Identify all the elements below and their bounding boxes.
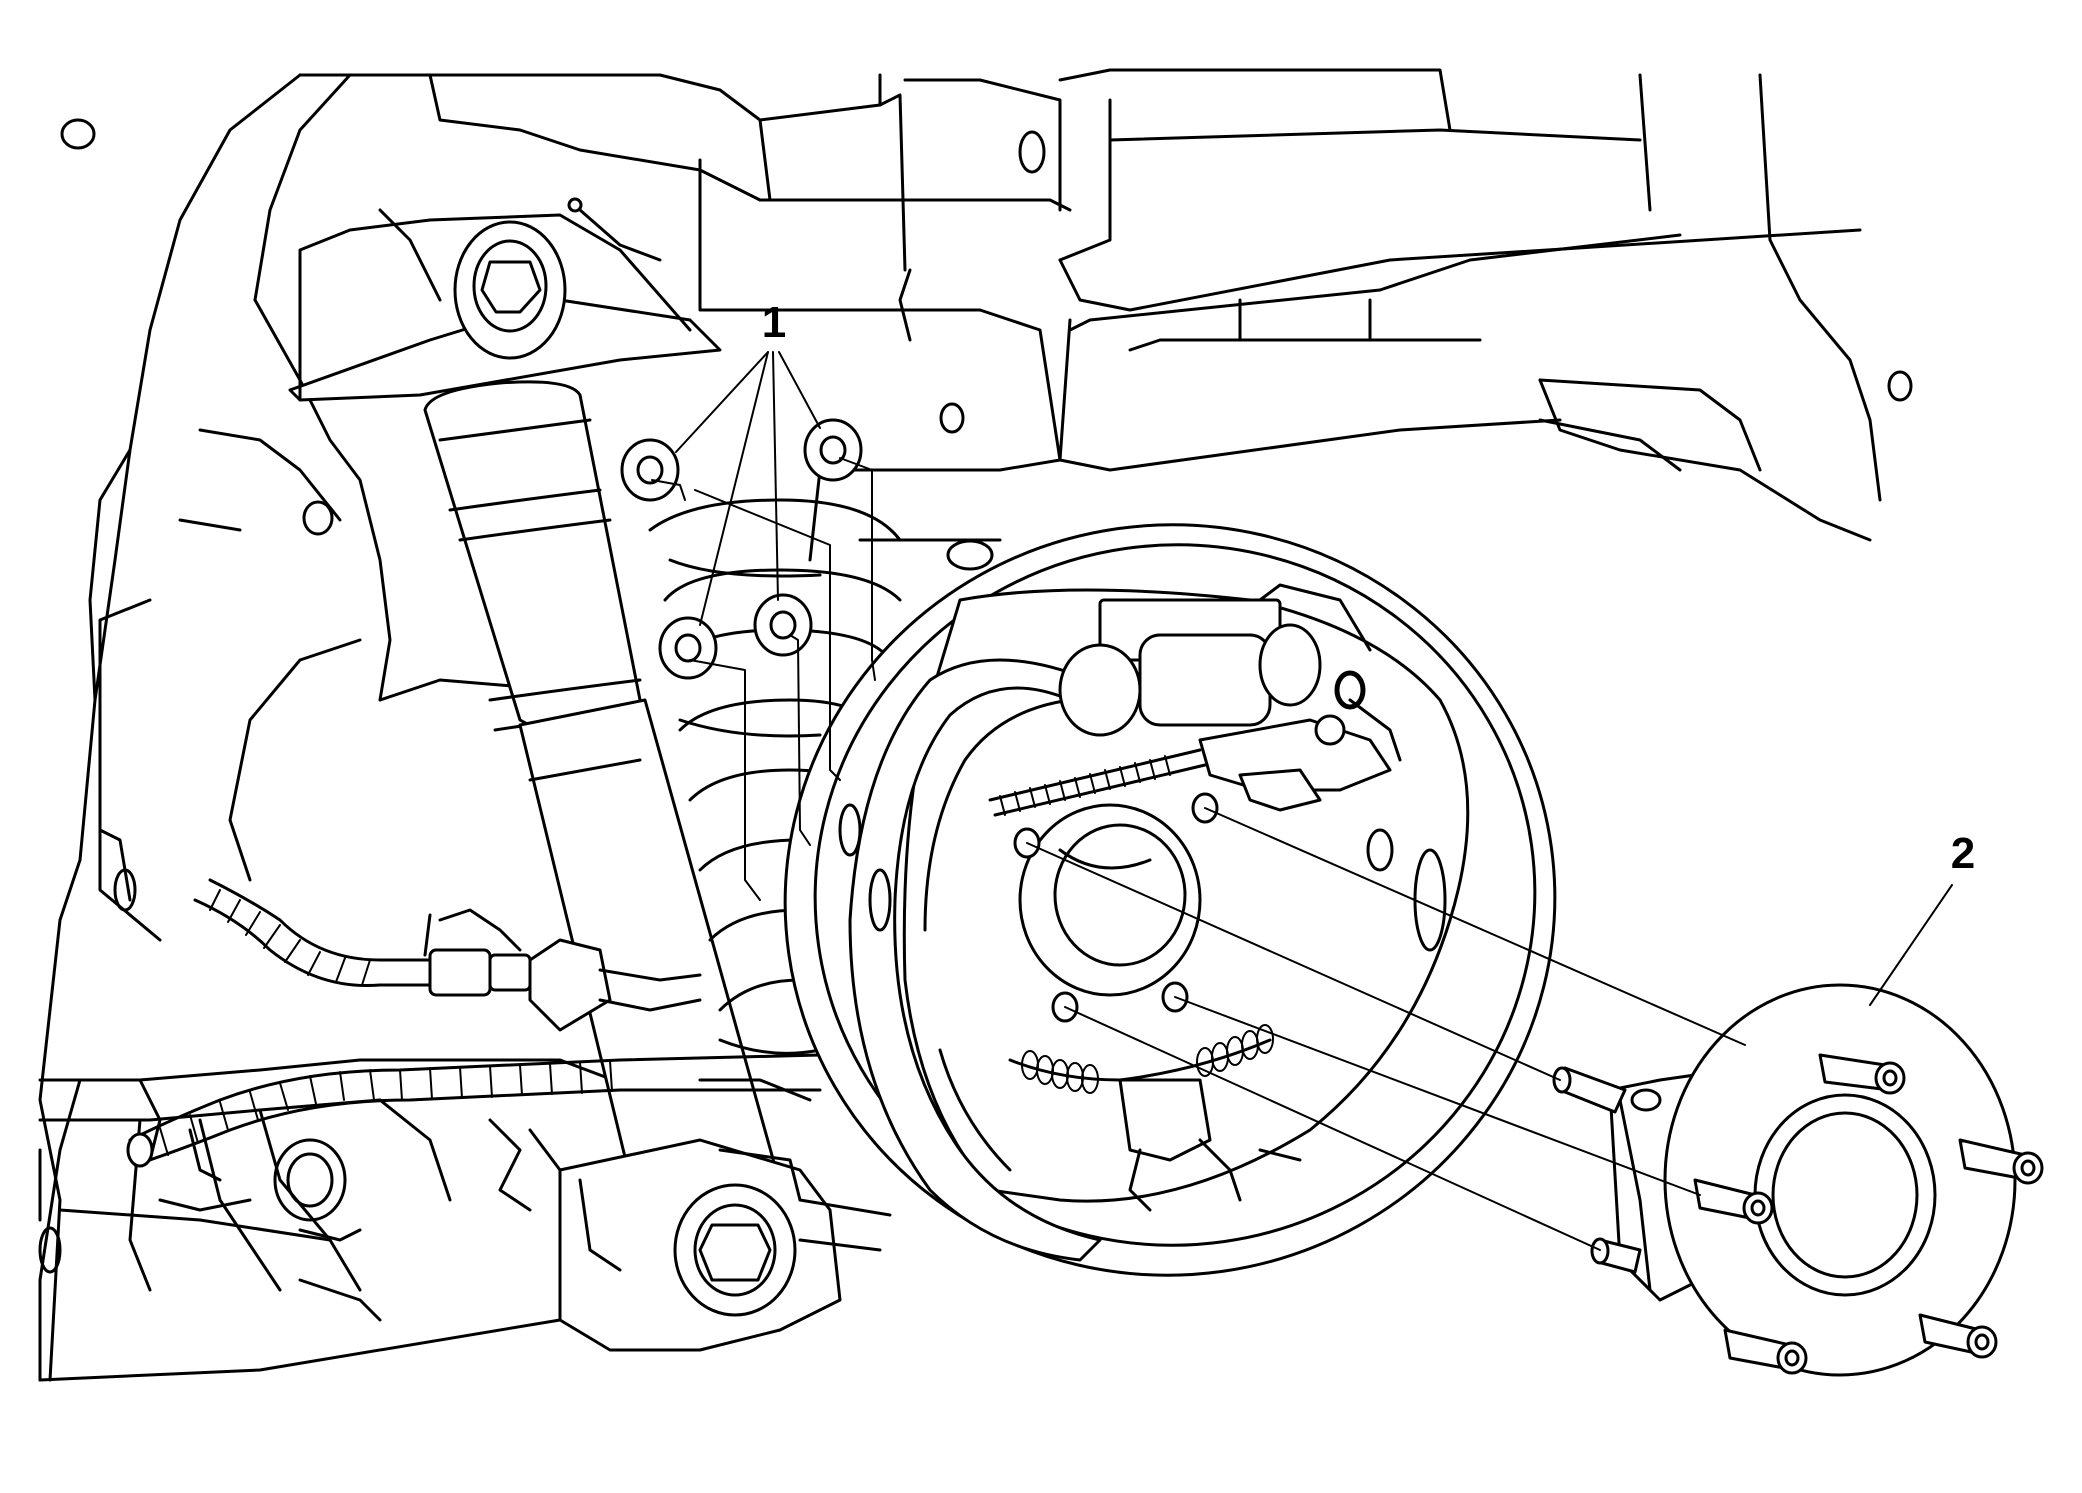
lug-stud	[1818, 1053, 1906, 1095]
callout-2: 2	[1869, 829, 1975, 1006]
nut	[620, 438, 680, 502]
lug-stud	[1958, 1138, 2044, 1185]
callout-1: 1	[675, 298, 821, 626]
nut	[658, 616, 718, 680]
wheel-hub-bearing-assembly	[1552, 983, 2044, 1377]
vehicle-body-structure	[38, 68, 1913, 1382]
alignment-lines	[1026, 807, 1746, 1251]
lug-stud	[1918, 1313, 1998, 1359]
adjuster-spring-coils	[999, 755, 1171, 816]
lug-stud	[1723, 1328, 1808, 1375]
callout-1-label: 1	[762, 298, 786, 347]
callout-2-label: 2	[1951, 829, 1975, 878]
brake-backing-plate	[783, 523, 1557, 1277]
lug-stud	[1693, 1178, 1774, 1225]
lower-return-spring	[1021, 1024, 1274, 1094]
wiring-harness	[126, 878, 822, 1168]
nut	[803, 418, 863, 482]
nut	[753, 593, 813, 657]
nut-leader-lines	[651, 457, 876, 901]
